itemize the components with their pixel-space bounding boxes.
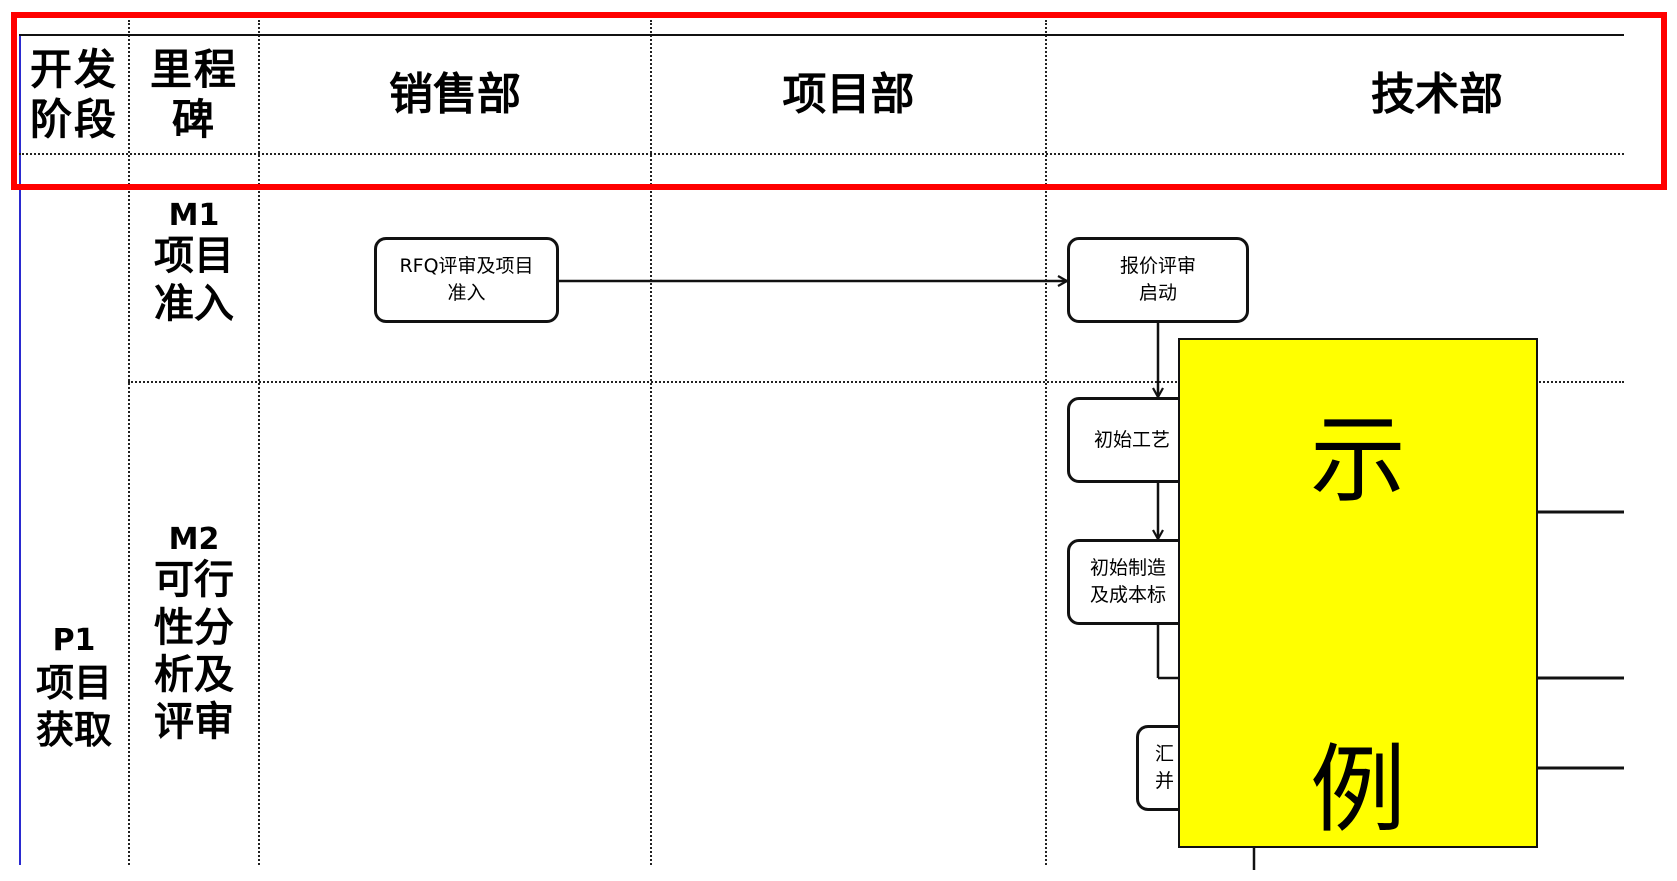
sample-char-1: 示 bbox=[1310, 404, 1406, 516]
sample-char-2: 例 bbox=[1310, 734, 1406, 846]
milestone-divider bbox=[128, 381, 1624, 383]
box-quote-review: 报价评审 启动 bbox=[1067, 237, 1249, 323]
milestone-code: M2 bbox=[168, 522, 220, 557]
col-divider-3 bbox=[650, 20, 652, 865]
milestone-name: 项目 准入 bbox=[154, 233, 234, 327]
milestone-code: M1 bbox=[168, 198, 220, 233]
header-highlight-frame bbox=[11, 12, 1667, 190]
col-divider-1 bbox=[128, 20, 130, 865]
header-top-line bbox=[19, 34, 1624, 36]
phase-code: P1 bbox=[52, 623, 96, 658]
col-divider-4 bbox=[1045, 20, 1047, 865]
left-border-line bbox=[19, 35, 21, 865]
header-tech-dept: 技术部 bbox=[1371, 68, 1503, 120]
phase-p1: P1 项目 获取 bbox=[22, 622, 126, 755]
milestone-m1: M1 项目 准入 bbox=[130, 198, 258, 328]
header-project-dept: 项目部 bbox=[782, 68, 915, 120]
header-phase: 开发 阶段 bbox=[29, 44, 118, 144]
phase-name: 项目 获取 bbox=[35, 660, 112, 753]
sample-watermark-overlay: 示 例 bbox=[1178, 338, 1538, 848]
col-divider-2 bbox=[258, 20, 260, 865]
header-bottom-line bbox=[19, 153, 1624, 155]
milestone-m2: M2 可行 性分 析及 评审 bbox=[130, 522, 258, 746]
header-milestone: 里程 碑 bbox=[149, 44, 238, 144]
header-sales-dept: 销售部 bbox=[389, 68, 521, 120]
box-rfq-review: RFQ评审及项目 准入 bbox=[374, 237, 559, 323]
milestone-name: 可行 性分 析及 评审 bbox=[154, 557, 234, 745]
